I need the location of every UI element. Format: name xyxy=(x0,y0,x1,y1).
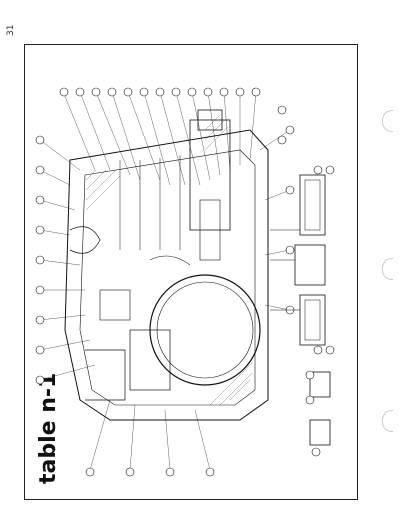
callout-bubbles xyxy=(35,87,295,477)
hatching xyxy=(85,114,253,406)
drawing-frame xyxy=(24,44,358,500)
housing-outline xyxy=(64,109,269,421)
right-callout-bubbles xyxy=(277,105,335,457)
right-side-subassembly xyxy=(270,174,331,446)
callout-leader-lines xyxy=(39,91,291,471)
